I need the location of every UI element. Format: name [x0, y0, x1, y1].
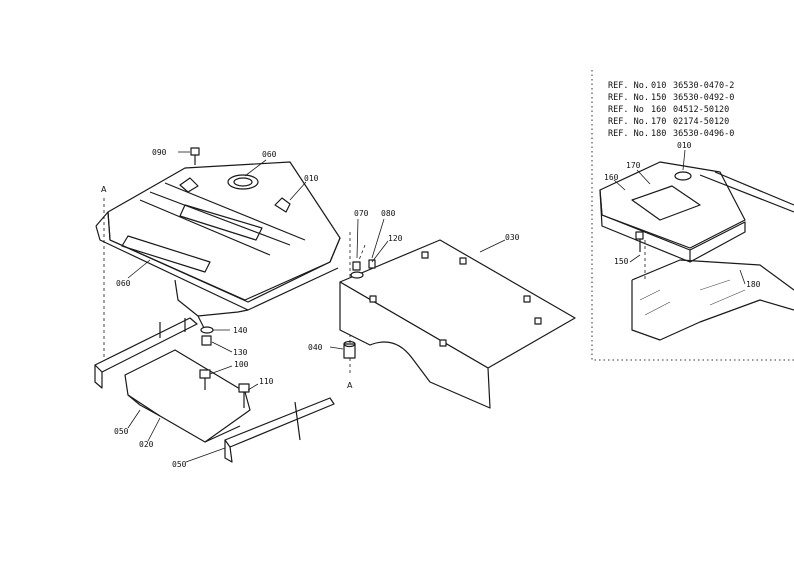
detail-callout-010: 010: [677, 141, 692, 150]
panel-studs: [369, 251, 542, 347]
leader-lines: [127, 159, 506, 463]
callout-050-bottom: 050: [172, 460, 187, 469]
ref-row: REF. No 160 04512-50120: [608, 105, 729, 115]
svg-text:04512-50120: 04512-50120: [673, 105, 729, 115]
callout-050-left: 050: [114, 427, 129, 436]
mounting-frame: [94, 317, 335, 463]
callout-030: 030: [505, 233, 520, 242]
svg-text:36530-0470-2: 36530-0470-2: [673, 81, 734, 91]
detail-view: 010 170 160 150 180: [591, 70, 794, 361]
svg-text:170: 170: [651, 117, 666, 127]
callout-060-left: 060: [116, 279, 131, 288]
ref-row: REF. No. 150 36530-0492-0: [608, 93, 734, 103]
callout-070: 070: [354, 209, 369, 218]
callout-080: 080: [381, 209, 396, 218]
svg-text:REF. No.: REF. No.: [608, 93, 649, 103]
callout-labels: 090 060 010 060 070 080 120 030 140 130 …: [101, 148, 520, 469]
ref-table: REF. No. 010 36530-0470-2 REF. No. 150 3…: [608, 81, 734, 139]
detail-callout-150: 150: [614, 257, 629, 266]
callout-130: 130: [233, 348, 248, 357]
svg-text:REF. No.: REF. No.: [608, 117, 649, 127]
callout-100: 100: [234, 360, 249, 369]
svg-text:36530-0492-0: 36530-0492-0: [673, 93, 734, 103]
callout-010: 010: [304, 174, 319, 183]
svg-text:010: 010: [651, 81, 666, 91]
callout-040: 040: [308, 343, 323, 352]
bolt-090: [178, 147, 200, 165]
callout-090: 090: [152, 148, 167, 157]
cover-panel: [339, 239, 576, 409]
svg-text:180: 180: [651, 129, 666, 139]
svg-text:REF. No.: REF. No.: [608, 129, 649, 139]
reference-lines: [103, 198, 366, 375]
svg-text:REF. No.: REF. No.: [608, 81, 649, 91]
detail-callout-180: 180: [746, 280, 761, 289]
ref-row: REF. No. 170 02174-50120: [608, 117, 729, 127]
fuel-tank: [95, 161, 341, 331]
callout-140: 140: [233, 326, 248, 335]
ref-row: REF. No. 180 36530-0496-0: [608, 129, 734, 139]
svg-text:150: 150: [651, 93, 666, 103]
callout-110: 110: [259, 377, 274, 386]
svg-text:160: 160: [651, 105, 666, 115]
callout-020: 020: [139, 440, 154, 449]
ref-row: REF. No. 010 36530-0470-2: [608, 81, 734, 91]
svg-text:36530-0496-0: 36530-0496-0: [673, 129, 734, 139]
svg-text:02174-50120: 02174-50120: [673, 117, 729, 127]
svg-text:REF. No: REF. No: [608, 105, 644, 115]
callout-060-top: 060: [262, 150, 277, 159]
callout-120: 120: [388, 234, 403, 243]
detail-callout-170: 170: [626, 161, 641, 170]
marker-a-top: A: [101, 185, 107, 194]
marker-a-bottom: A: [347, 381, 353, 390]
detail-callout-160: 160: [604, 173, 619, 182]
